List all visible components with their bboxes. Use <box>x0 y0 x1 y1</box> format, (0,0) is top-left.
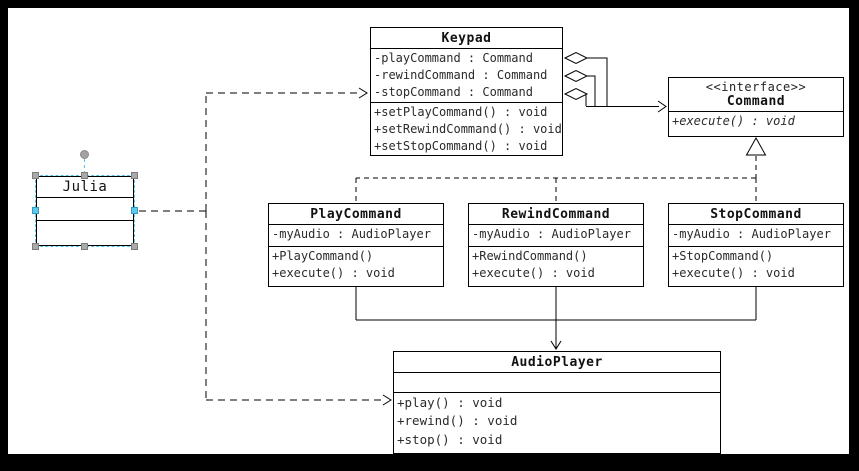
class-title: RewindCommand <box>501 207 611 222</box>
class-title: PlayCommand <box>310 207 402 222</box>
resize-handle-sw[interactable] <box>32 243 39 250</box>
attributes-compartment: -myAudio : AudioPlayer <box>269 224 443 246</box>
methods-compartment: +RewindCommand() +execute() : void <box>469 246 643 284</box>
stereotype-label: <<interface>> <box>705 80 807 94</box>
connect-handle-w[interactable] <box>32 207 39 214</box>
resize-handle-nw[interactable] <box>32 172 39 179</box>
method: +PlayCommand() <box>272 249 374 263</box>
class-playcommand[interactable]: PlayCommand -myAudio : AudioPlayer +Play… <box>268 203 444 287</box>
aggregation-diamond-icon <box>563 69 589 83</box>
class-audioplayer[interactable]: AudioPlayer +play() : void +rewind() : v… <box>393 351 721 454</box>
resize-handle-s[interactable] <box>81 243 88 250</box>
class-rewindcommand[interactable]: RewindCommand -myAudio : AudioPlayer +Re… <box>468 203 644 287</box>
open-arrowhead-icon <box>358 87 368 99</box>
method: +setRewindCommand() : void <box>374 122 562 137</box>
connect-handle-e[interactable] <box>131 207 138 214</box>
class-title: Command <box>726 94 786 109</box>
association-links-audioplayer[interactable] <box>355 287 757 350</box>
open-arrowhead-icon <box>382 394 392 406</box>
open-arrowhead-icon <box>550 340 562 350</box>
methods-compartment <box>37 220 133 241</box>
class-title: Julia <box>62 179 108 195</box>
method: +execute() : void <box>272 266 395 281</box>
selection-box <box>35 175 135 247</box>
open-arrowhead-icon <box>657 100 667 113</box>
aggregation-diamond-icon <box>563 51 589 65</box>
methods-compartment: +PlayCommand() +execute() : void <box>269 246 443 284</box>
generalization-triangle-icon <box>745 136 767 156</box>
class-title: AudioPlayer <box>511 355 603 370</box>
method: +stop() : void <box>397 431 503 447</box>
methods-compartment: +play() : void +rewind() : void +stop() … <box>394 392 720 449</box>
class-keypad[interactable]: Keypad -playCommand : Command -rewindCom… <box>370 27 563 156</box>
attributes-compartment <box>37 197 133 220</box>
class-stopcommand[interactable]: StopCommand -myAudio : AudioPlayer +Stop… <box>668 203 844 287</box>
attributes-compartment: -myAudio : AudioPlayer <box>669 224 843 246</box>
class-title: StopCommand <box>710 207 802 222</box>
attributes-compartment: -myAudio : AudioPlayer <box>469 224 643 246</box>
aggregation-links-keypad-command[interactable] <box>563 51 667 113</box>
attribute: -myAudio : AudioPlayer <box>272 227 431 241</box>
class-command-interface[interactable]: <<interface>> Command +execute() : void <box>668 77 844 137</box>
method: +rewind() : void <box>397 413 518 429</box>
class-title: Keypad <box>441 31 492 46</box>
resize-handle-ne[interactable] <box>131 172 138 179</box>
attributes-compartment: -playCommand : Command -rewindCommand : … <box>371 48 562 102</box>
diagram-canvas[interactable]: Keypad -playCommand : Command -rewindCom… <box>8 8 849 454</box>
attribute: -playCommand : Command <box>374 51 533 65</box>
attribute: -rewindCommand : Command <box>374 68 548 83</box>
methods-compartment: +execute() : void <box>669 111 843 133</box>
method: +StopCommand() <box>672 249 774 263</box>
method: +setPlayCommand() : void <box>374 105 548 119</box>
method: +setStopCommand() : void <box>374 139 548 154</box>
methods-compartment: +StopCommand() +execute() : void <box>669 246 843 284</box>
rotation-handle[interactable] <box>80 150 89 159</box>
aggregation-diamond-icon <box>563 87 589 101</box>
method: +execute() : void <box>672 114 795 128</box>
attribute: -myAudio : AudioPlayer <box>472 227 631 241</box>
method: +execute() : void <box>472 266 595 281</box>
method: +play() : void <box>397 395 503 410</box>
methods-compartment: +setPlayCommand() : void +setRewindComma… <box>371 102 562 154</box>
method: +RewindCommand() <box>472 249 588 263</box>
method: +execute() : void <box>672 266 795 281</box>
attribute: -stopCommand : Command <box>374 85 533 100</box>
attribute: -myAudio : AudioPlayer <box>672 227 831 241</box>
resize-handle-se[interactable] <box>131 243 138 250</box>
attributes-compartment <box>394 372 720 392</box>
resize-handle-n[interactable] <box>81 172 88 179</box>
